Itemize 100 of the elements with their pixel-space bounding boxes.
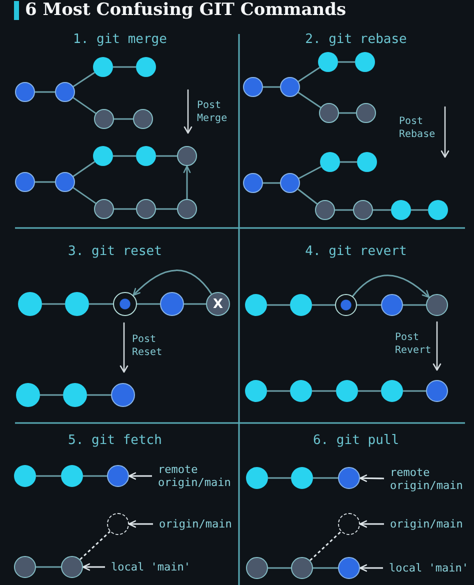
connector-line	[156, 155, 177, 157]
commit-circle	[338, 557, 360, 579]
connector-line	[35, 181, 55, 183]
leader-arrow	[359, 520, 384, 528]
dashed-circle	[107, 513, 129, 535]
step-caption: Post Revert	[395, 331, 432, 357]
connector-line	[184, 303, 206, 305]
connector-line	[72, 72, 96, 88]
connector-line	[297, 188, 318, 204]
connector-line	[358, 390, 381, 392]
commit-circle	[245, 294, 267, 316]
connector-line	[89, 303, 113, 305]
commit-circle	[246, 467, 268, 489]
commit-circle	[14, 465, 36, 487]
commit-circle	[243, 77, 263, 97]
connector-line	[137, 303, 160, 305]
commit-circle	[353, 200, 373, 220]
commit-circle	[290, 294, 312, 316]
connector-line	[339, 112, 356, 114]
commit-circle	[177, 199, 197, 219]
connector-line	[40, 394, 63, 396]
commit-circle	[107, 465, 129, 487]
connector-line	[313, 567, 338, 569]
step-caption: Post Reset	[132, 333, 162, 359]
commit-circle	[355, 52, 375, 72]
commit-ring	[113, 292, 137, 316]
leader-arrow	[82, 563, 105, 571]
commit-circle	[55, 82, 75, 102]
connector-line	[42, 303, 65, 305]
connector-line	[72, 161, 96, 177]
commit-circle	[290, 380, 312, 402]
connector-line	[298, 92, 322, 108]
commit-circle	[428, 200, 448, 220]
commit-circle	[246, 557, 268, 579]
connector-line	[114, 118, 133, 120]
branch-label: remote origin/main	[152, 462, 233, 490]
commit-circle	[18, 292, 42, 316]
connector-line	[335, 209, 353, 211]
branch-label: origin/main	[384, 516, 465, 532]
connector-line	[340, 161, 357, 163]
connector-line	[36, 566, 61, 568]
connector-line	[267, 304, 290, 306]
commit-circle	[320, 152, 340, 172]
commit-circle	[94, 109, 114, 129]
connector-line	[298, 66, 320, 82]
commit-circle	[243, 173, 263, 193]
connector-line	[83, 475, 107, 477]
commit-circle	[357, 152, 377, 172]
commit-circle	[177, 146, 197, 166]
leader-arrow	[359, 564, 383, 572]
commit-circle	[356, 103, 376, 123]
panel-title: 1. git merge	[73, 32, 167, 48]
commit-circle	[16, 383, 40, 407]
commit-circle	[336, 380, 358, 402]
panel-title: 3. git reset	[68, 244, 162, 260]
step-caption: Post Merge	[197, 99, 228, 125]
leader-arrow	[128, 472, 152, 480]
page-title: 6 Most Confusing GIT Commands	[25, 0, 346, 21]
commit-circle	[426, 380, 448, 402]
connector-line	[373, 209, 391, 211]
commit-circle	[315, 200, 335, 220]
commit-circle	[381, 380, 403, 402]
branch-label: origin/main	[153, 516, 234, 532]
connector-line	[403, 390, 426, 392]
connector-line	[268, 567, 291, 569]
commit-circle	[65, 292, 89, 316]
connector-line	[313, 477, 338, 479]
commit-circle	[280, 77, 300, 97]
connector-line	[72, 187, 96, 204]
connector-line	[263, 86, 280, 88]
commit-circle	[133, 109, 153, 129]
dashed-circle	[338, 513, 360, 535]
commit-ring	[335, 294, 357, 316]
connector-line	[357, 304, 381, 306]
connector-line	[338, 61, 355, 63]
commit-circle	[63, 383, 87, 407]
commit-circle	[319, 103, 339, 123]
connector-line	[298, 166, 322, 180]
commit-circle	[160, 292, 184, 316]
commit-circle	[61, 556, 83, 578]
connector-line	[312, 304, 335, 306]
connector-line	[268, 477, 291, 479]
connector-line	[72, 97, 96, 114]
connector-line	[156, 208, 177, 210]
commit-circle	[136, 57, 156, 77]
connector-line	[411, 209, 428, 211]
connector-line	[263, 182, 280, 184]
commit-circle	[15, 82, 35, 102]
commit-circle	[14, 556, 36, 578]
panel-title: 6. git pull	[312, 433, 400, 449]
commit-circle	[291, 557, 313, 579]
commit-circle	[245, 380, 267, 402]
connector-line	[267, 390, 290, 392]
connector-line	[87, 394, 111, 396]
leader-arrow	[128, 520, 153, 528]
commit-circle	[15, 172, 35, 192]
commit-circle	[381, 294, 403, 316]
commit-circle	[291, 467, 313, 489]
commit-circle	[94, 199, 114, 219]
commit-circle	[93, 57, 113, 77]
